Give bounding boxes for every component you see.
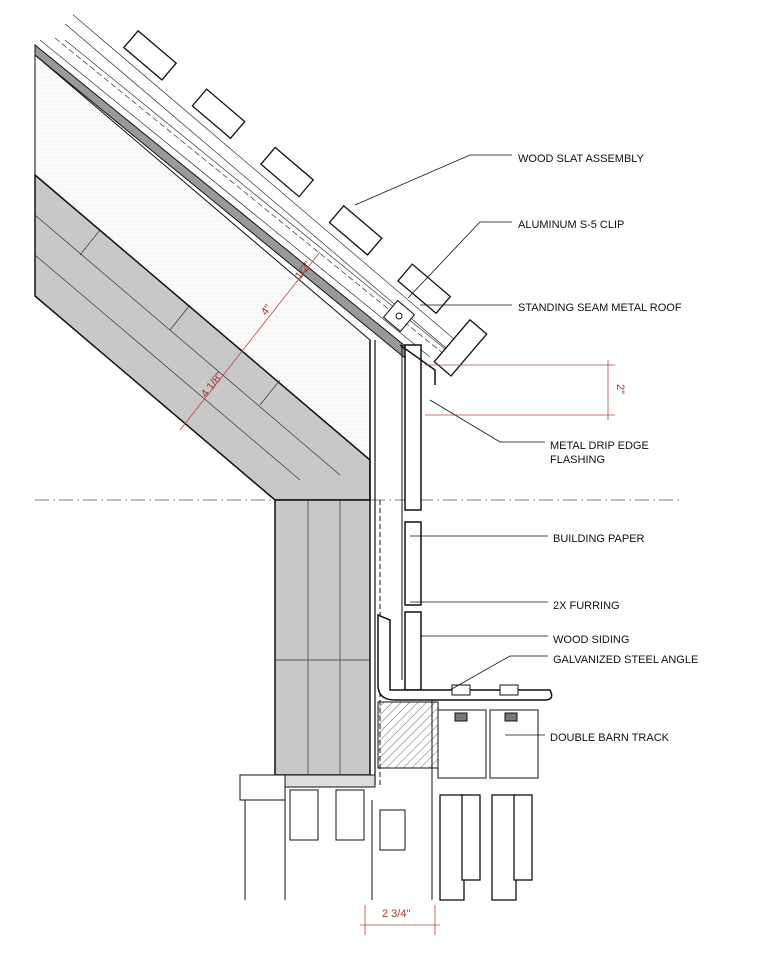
label-2x-furring: 2X FURRING [553, 600, 620, 612]
label-building-paper: BUILDING PAPER [553, 533, 645, 545]
wall-column [274, 499, 371, 776]
dim-wall-offset: 2 3/4" [382, 908, 410, 920]
dim-drip-edge: 2" [614, 384, 626, 394]
metal-drip-edge [399, 344, 436, 385]
label-double-barn-track: DOUBLE BARN TRACK [550, 732, 670, 744]
label-galvanized-steel-angle: GALVANIZED STEEL ANGLE [553, 654, 698, 666]
label-wood-siding: WOOD SIDING [553, 634, 629, 646]
barn-doors [439, 794, 533, 901]
dimension-lines [179, 251, 615, 935]
label-metal-drip-edge-flashing: FLASHING [550, 454, 605, 466]
window-frame [239, 700, 433, 900]
label-metal-drip-edge: METAL DRIP EDGE [550, 440, 649, 452]
leader-lines [354, 154, 548, 736]
standing-seam-metal-roof [39, 37, 456, 358]
label-aluminum-s5-clip: ALUMINUM S-5 CLIP [518, 219, 624, 231]
wood-siding [404, 344, 422, 691]
double-barn-track [437, 684, 539, 779]
wood-slat-assembly [64, 14, 488, 377]
galvanized-steel-angle [377, 613, 553, 701]
aluminum-s5-clip [382, 299, 416, 333]
label-wood-slat-assembly: WOOD SLAT ASSEMBLY [518, 153, 645, 165]
label-standing-seam-metal-roof: STANDING SEAM METAL ROOF [518, 302, 682, 314]
